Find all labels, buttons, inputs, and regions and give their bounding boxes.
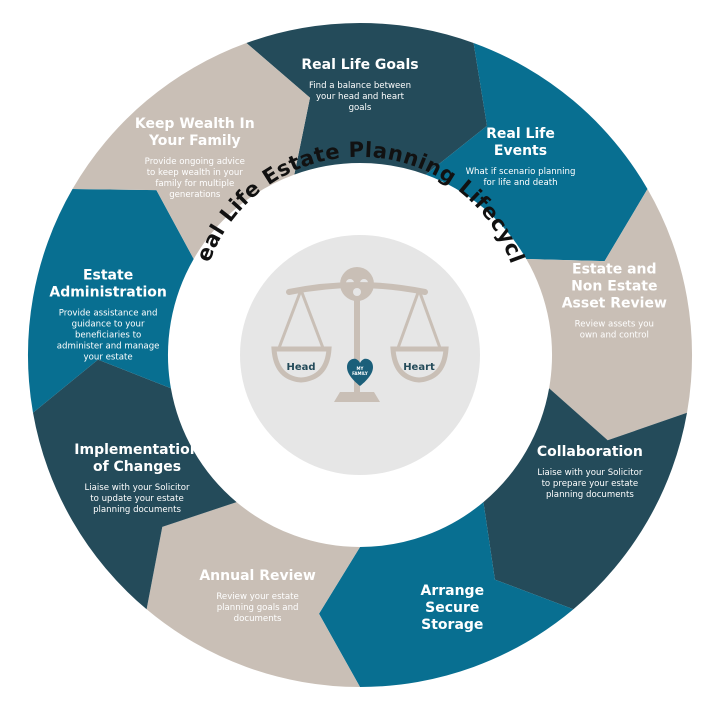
estate-review-description-line: own and control (580, 330, 649, 340)
estate-review-title-line: Estate and (572, 261, 657, 277)
estate-review-title-line: Non Estate (571, 278, 657, 294)
real-life-goals-title-line: Real Life Goals (301, 57, 418, 73)
estate-review-title-line: Asset Review (562, 295, 667, 311)
lifecycle-ring (27, 22, 693, 687)
keep-wealth-title-line: Your Family (148, 133, 241, 149)
implementation-description-line: to update your estate (90, 494, 183, 504)
scale-knob-face-c (353, 288, 361, 296)
segment-real-life-events (425, 43, 648, 262)
scale-base (334, 392, 380, 402)
segment-real-life-goals (246, 22, 487, 175)
heart-label-line1: MY (357, 366, 364, 371)
collaboration-description-line: planning documents (546, 490, 634, 500)
real-life-goals-description-line: Find a balance between (309, 81, 411, 91)
real-life-events-description-line: for life and death (483, 178, 557, 188)
segment-annual-review (146, 502, 360, 687)
real-life-events-title-line: Real Life (486, 126, 555, 142)
arrange-storage-title-line: Arrange (421, 583, 485, 599)
left-chain-a (277, 288, 303, 350)
segment-collaboration (483, 388, 687, 610)
segment-arrange-storage (319, 502, 574, 687)
estate-administration-description-line: your estate (84, 353, 133, 363)
scale-beam (286, 282, 428, 295)
keep-wealth-description-line: Provide ongoing advice (145, 157, 245, 167)
annual-review-description-line: planning goals and (217, 603, 299, 613)
annual-review-description-line: Review your estate (216, 592, 299, 602)
real-life-goals-description-line: goals (349, 103, 372, 113)
estate-administration-description-line: beneficiaries to (75, 331, 141, 341)
scale-icon (271, 267, 449, 402)
implementation-description-line: planning documents (93, 505, 181, 515)
right-pan-label: Heart (403, 362, 435, 373)
keep-wealth-title-line: Keep Wealth In (135, 116, 255, 132)
real-life-goals-description-line: your head and heart (316, 92, 405, 102)
center-hub: Head Heart MY FAMILY (240, 235, 480, 475)
estate-administration-description-line: administer and manage (57, 342, 160, 352)
segment-keep-wealth (72, 43, 310, 259)
implementation-title-line: Implementation (74, 442, 199, 458)
left-pan (271, 346, 332, 383)
right-chain-a (396, 288, 421, 350)
estate-administration-title-line: Administration (49, 285, 166, 301)
keep-wealth-description-line: family for multiple (155, 179, 234, 189)
implementation-title-line: of Changes (93, 459, 181, 475)
right-pan (390, 346, 449, 383)
collaboration-description-line: Liaise with your Solicitor (537, 468, 643, 478)
keep-wealth-description-line: generations (169, 190, 221, 200)
estate-administration-description-line: Provide assistance and (59, 309, 158, 319)
left-chain-b (299, 288, 325, 350)
estate-administration-description-line: guidance to your (72, 320, 145, 330)
real-life-events-title-line: Events (494, 143, 547, 159)
estate-review-description-line: Review assets you (575, 319, 654, 329)
segment-estate-administration (27, 189, 194, 413)
arrange-storage-title-line: Secure (425, 600, 479, 616)
annual-review-description-line: documents (234, 614, 282, 624)
implementation-description-line: Liaise with your Solicitor (84, 483, 190, 493)
annual-review-title-line: Annual Review (199, 568, 316, 584)
collaboration-description-line: to prepare your estate (542, 479, 639, 489)
keep-wealth-description-line: to keep wealth in your (147, 168, 244, 178)
collaboration-title-line: Collaboration (537, 444, 643, 460)
segment-implementation (33, 359, 237, 610)
heart-label-line2: FAMILY (352, 371, 368, 376)
right-chain-b (417, 288, 442, 350)
real-life-events-description-line: What if scenario planning (466, 167, 576, 177)
heart-icon (347, 358, 373, 386)
segment-estate-review (526, 189, 693, 441)
estate-administration-title-line: Estate (83, 268, 133, 284)
arrange-storage-title-line: Storage (421, 617, 483, 633)
left-pan-label: Head (286, 362, 315, 373)
